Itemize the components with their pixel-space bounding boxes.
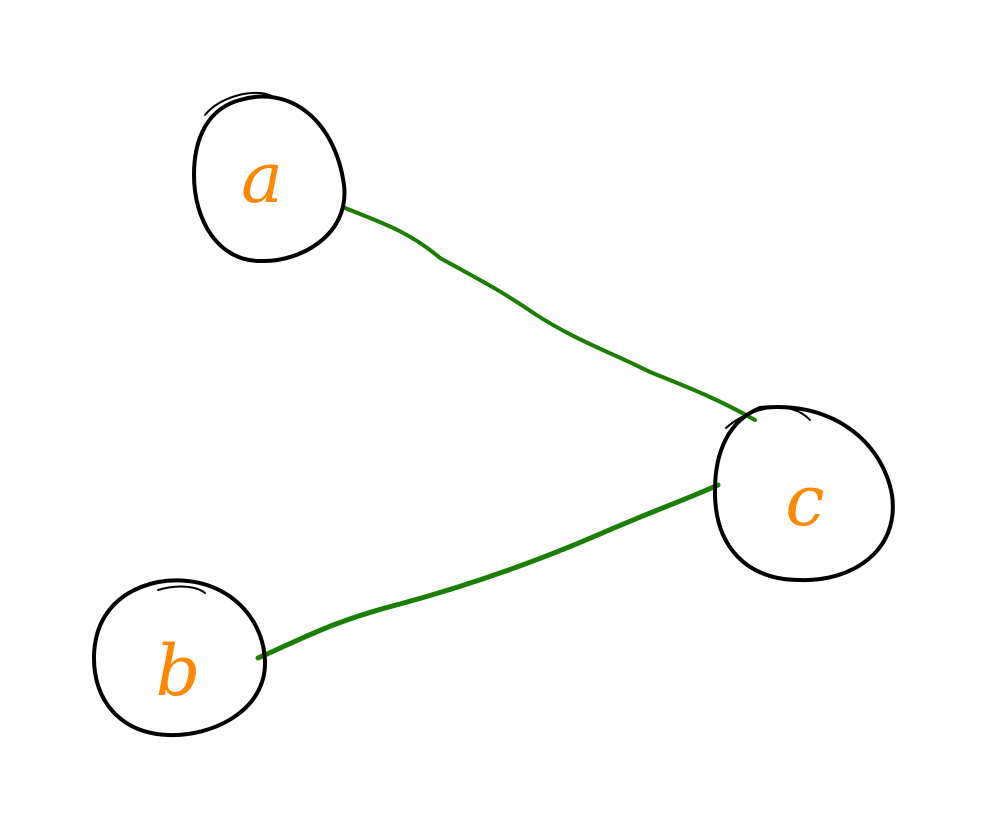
edge-a-c: [343, 206, 757, 422]
node-a-circle: [192, 94, 347, 264]
edge-b-c: [255, 482, 721, 661]
node-c: c: [712, 405, 895, 583]
node-a-label: a: [241, 137, 283, 219]
node-b-circle: [91, 578, 268, 738]
node-a-overstroke: [204, 91, 273, 116]
node-a: a: [192, 91, 347, 264]
node-c-circle: [712, 405, 895, 583]
node-b-overstroke: [157, 585, 206, 594]
node-b-label: b: [156, 630, 201, 712]
node-c-label: c: [785, 460, 824, 542]
node-c-overstroke: [725, 406, 811, 429]
node-b: b: [91, 578, 268, 738]
